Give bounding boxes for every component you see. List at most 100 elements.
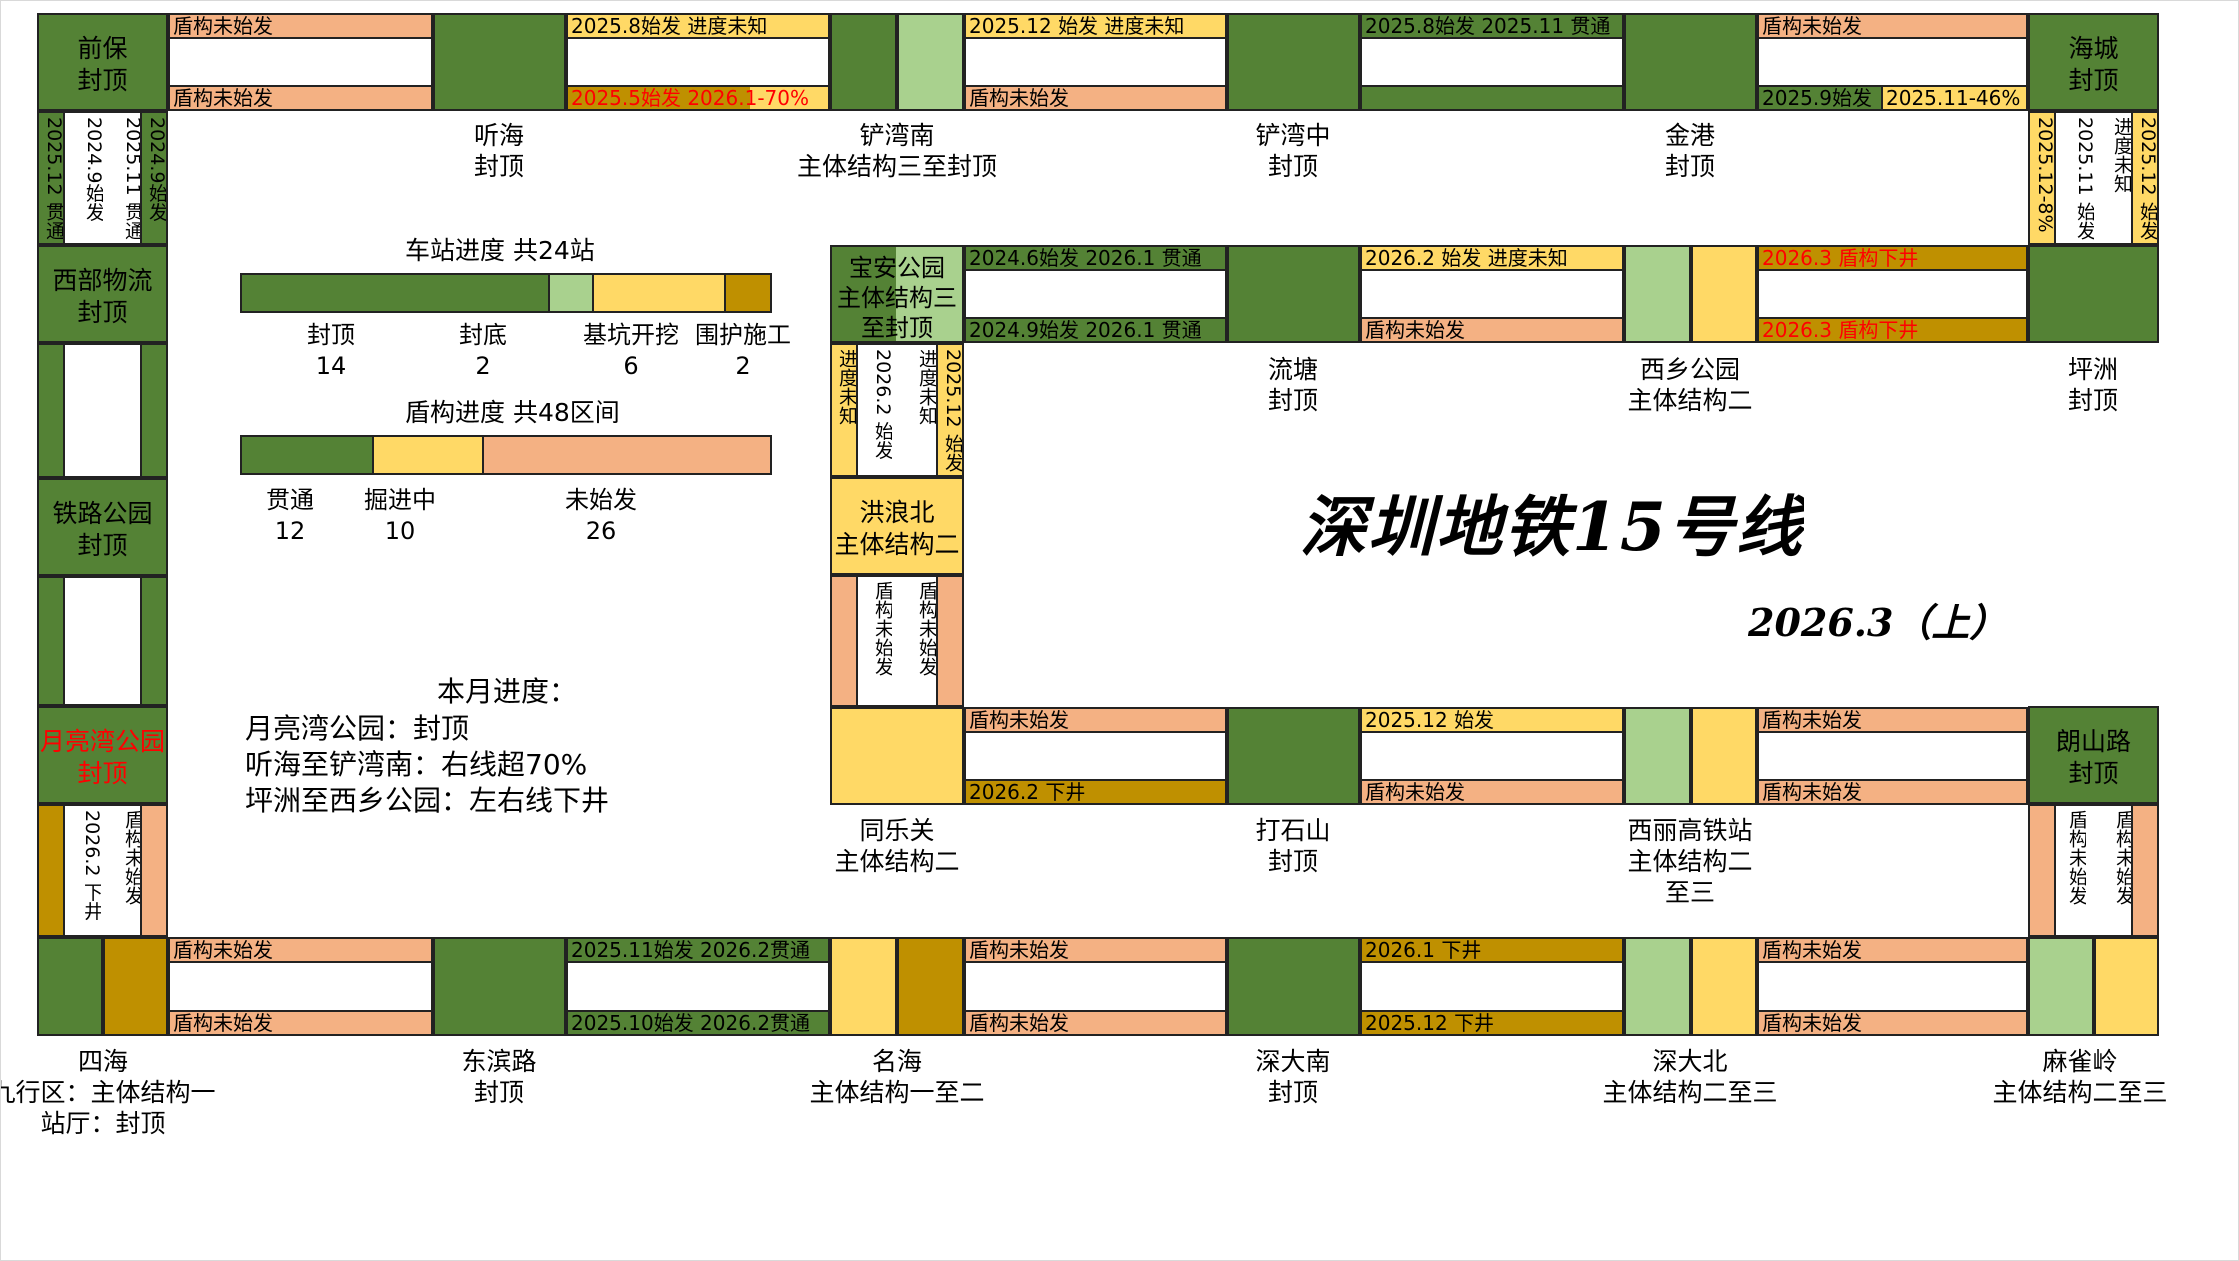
legend-shield-label-text: 未始发 xyxy=(565,486,637,514)
langshan-maqueling-left: 盾构未始发 xyxy=(2066,810,2086,905)
station-qianbao: 前保 封顶 xyxy=(37,13,168,111)
station-block-chanwanzhong xyxy=(1227,13,1360,111)
legend-station-label-value: 2 xyxy=(735,352,751,380)
legend-station-segment xyxy=(594,275,726,311)
station-hongnang-label: 洪浪北 xyxy=(859,498,935,527)
caption-dashishan-status: 封顶 xyxy=(1267,847,1319,876)
tunnel-chanwannan-chanwanzhong: 2025.12 始发 进度未知 盾构未始发 xyxy=(964,13,1227,111)
hongnang-tongle-right-bar xyxy=(936,577,962,705)
baoan-hongnang-right2: 进度未知 xyxy=(916,349,936,425)
tunnel-xili-langshan-bottom: 盾构未始发 xyxy=(1759,779,2026,803)
station-block-xixiang-a xyxy=(1624,245,1691,343)
station-block-maqueling-a xyxy=(2028,937,2094,1036)
tunnel-jingang-haicheng-top: 盾构未始发 xyxy=(1759,15,2026,39)
legend-station-label-value: 6 xyxy=(623,352,639,380)
station-block-jingang xyxy=(1624,13,1757,111)
tunnel-shendabei-maqueling-bottom: 盾构未始发 xyxy=(1759,1010,2026,1034)
caption-tinghai-status: 封顶 xyxy=(473,152,525,181)
station-xibuwuliu: 西部物流 封顶 xyxy=(37,245,168,343)
station-block-pingzhou xyxy=(2028,245,2159,343)
caption-chanwanzhong: 铲湾中封顶 xyxy=(1255,120,1330,182)
caption-xixiang-name: 西乡公园 xyxy=(1639,355,1741,384)
haicheng-pingzhou-right2: 进度未知 xyxy=(2111,117,2131,193)
baoan-hongnang-left: 进度未知 xyxy=(832,345,858,475)
caption-tongle-name: 同乐关 xyxy=(859,816,935,845)
station-block-minghai-a xyxy=(830,937,897,1036)
legend-shield-label-text: 掘进中 xyxy=(364,486,436,514)
caption-pingzhou-name: 坪洲 xyxy=(2067,355,2119,384)
baoan-hongnang-right: 2025.12 始发 xyxy=(936,345,962,475)
caption-xili-status: 主体结构二 至三 xyxy=(1627,847,1753,907)
tielu-yueliang-right xyxy=(140,578,166,704)
caption-chanwannan-status: 主体结构三至封顶 xyxy=(796,152,998,181)
tunnel-tongle-dashishan: 盾构未始发 2026.2 下井 xyxy=(964,707,1227,805)
tunnel-tinghai-chanwannan-bottom: 2025.5始发 2026.1-70% xyxy=(571,87,809,109)
tunnel-xili-langshan-top: 盾构未始发 xyxy=(1759,709,2026,733)
qianbao-xibu-left2: 2024.9始发 xyxy=(83,117,103,222)
tunnel-hongnang-tongle: 盾构未始发 盾构未始发 xyxy=(830,575,964,707)
tunnel-chanwanzhong-jingang-bottom xyxy=(1362,85,1622,109)
legend-station-segment xyxy=(726,275,770,311)
station-baoan-label: 宝安公园 xyxy=(849,254,945,282)
caption-sihai-name: 四海 xyxy=(77,1047,129,1076)
tunnel-sihai-dongbin: 盾构未始发 盾构未始发 xyxy=(168,937,433,1036)
tunnel-baoan-liutang: 2024.6始发 2026.1 贯通 2024.9始发 2026.1 贯通 xyxy=(964,245,1227,343)
station-langshanlu: 朗山路 封顶 xyxy=(2028,706,2159,804)
tunnel-jingang-haicheng-bottom-b: 2025.11-46% xyxy=(1883,85,2026,109)
legend-station-segment xyxy=(550,275,594,311)
tunnel-liutang-xixiang-bottom: 盾构未始发 xyxy=(1362,317,1622,341)
caption-tinghai: 听海封顶 xyxy=(474,120,524,182)
station-block-xili-b xyxy=(1691,707,1757,805)
xibu-tielu-right xyxy=(140,345,166,476)
hongnang-tongle-right: 盾构未始发 xyxy=(916,581,936,676)
legend-station-label-text: 围护施工 xyxy=(695,321,791,349)
legend-shield-label-value: 10 xyxy=(384,517,416,545)
station-block-tongleguan xyxy=(830,707,964,805)
station-block-tinghai xyxy=(433,13,566,111)
tunnel-langshan-maqueling: 盾构未始发 盾构未始发 xyxy=(2028,804,2159,937)
hongnang-tongle-left-bar xyxy=(832,577,858,705)
tunnel-baoan-liutang-bottom: 2024.9始发 2026.1 贯通 xyxy=(966,317,1225,341)
station-qianbao-label: 前保 xyxy=(77,34,128,63)
langshan-maqueling-right: 盾构未始发 xyxy=(2113,810,2133,905)
caption-shendanan-status: 封顶 xyxy=(1267,1078,1319,1107)
station-yueliangwan-status: 封顶 xyxy=(77,759,128,788)
monthly-line-2: 听海至铲湾南：右线超70% xyxy=(245,748,588,781)
tunnel-minghai-shendanan: 盾构未始发 盾构未始发 xyxy=(964,937,1227,1036)
tunnel-chanwanzhong-jingang-top: 2025.8始发 2025.11 贯通 xyxy=(1362,15,1622,39)
station-block-xixiang-b xyxy=(1691,245,1757,343)
station-block-dongbinlu xyxy=(433,937,566,1036)
haicheng-pingzhou-right: 2025.12 始发 xyxy=(2131,113,2157,243)
caption-chanwanzhong-name: 铲湾中 xyxy=(1255,121,1331,150)
tunnel-xixiang-pingzhou-top: 2026.3 盾构下井 xyxy=(1759,247,2026,271)
langshan-maqueling-right-bar xyxy=(2131,806,2157,935)
caption-shendabei-status: 主体结构二至三 xyxy=(1602,1078,1778,1107)
station-baoan-gongyuan: 宝安公园 主体结构三至封顶 xyxy=(830,245,964,343)
tunnel-tinghai-chanwannan-bottom-bar: 2025.5始发 2026.1-70% xyxy=(568,85,828,109)
caption-dongbin-name: 东滨路 xyxy=(461,1047,537,1076)
station-block-maqueling-b xyxy=(2094,937,2159,1036)
caption-liutang: 流塘封顶 xyxy=(1268,354,1318,416)
station-haicheng-label: 海城 xyxy=(2068,34,2119,63)
caption-xili: 西丽高铁站主体结构二 至三 xyxy=(1627,815,1752,908)
caption-shendanan-name: 深大南 xyxy=(1255,1047,1331,1076)
caption-maqueling: 麻雀岭主体结构二至三 xyxy=(1992,1046,2167,1108)
legend-shield-label-value: 12 xyxy=(274,517,306,545)
station-block-chanwannan-a xyxy=(830,13,897,111)
station-yueliangwan-label: 月亮湾公园 xyxy=(39,727,165,756)
caption-jingang-name: 金港 xyxy=(1664,121,1716,150)
caption-shendanan: 深大南封顶 xyxy=(1255,1046,1330,1108)
caption-minghai-status: 主体结构一至二 xyxy=(809,1078,985,1107)
progress-fill-70 xyxy=(568,87,750,109)
caption-shendabei: 深大北主体结构二至三 xyxy=(1602,1046,1777,1108)
tunnel-dongbin-minghai-bottom: 2025.10始发 2026.2贯通 xyxy=(568,1010,828,1034)
legend-shield-title: 盾构进度 共48区间 xyxy=(405,398,620,427)
tunnel-xibu-tielu xyxy=(37,343,168,478)
caption-chanwanzhong-status: 封顶 xyxy=(1267,152,1319,181)
tunnel-xili-langshan: 盾构未始发 盾构未始发 xyxy=(1757,707,2028,805)
station-block-chanwannan-b xyxy=(897,13,964,111)
caption-jingang: 金港封顶 xyxy=(1665,120,1715,182)
